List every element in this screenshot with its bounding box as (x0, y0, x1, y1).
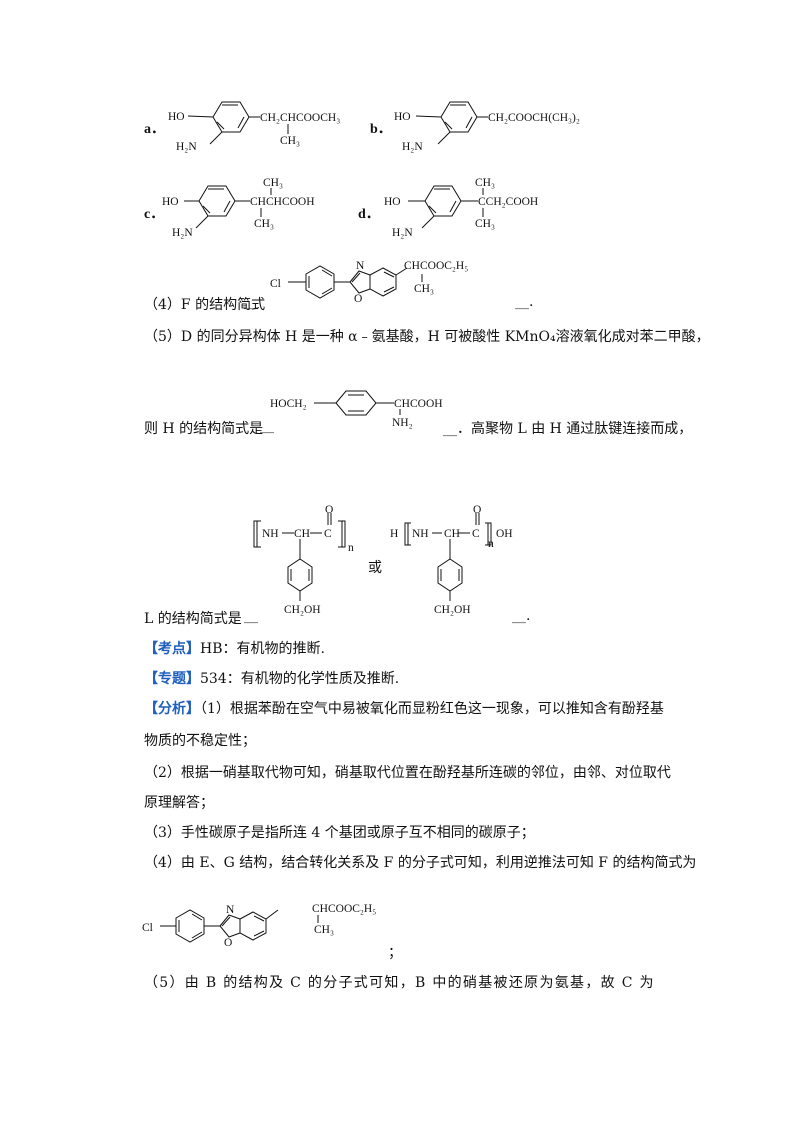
oxygen-label: O (224, 937, 232, 949)
hydroxymethyl-label: CH₂OH (284, 604, 321, 616)
q4-f-structure: Cl N O CHCOOC₂H₅ CH₃ (270, 260, 468, 305)
methyl-label: CH₃ (280, 135, 300, 147)
q4-blank-left: __ (244, 294, 258, 310)
option-d-structure: HO H₂N CCH₂COOH CH₃ CH₃ (384, 177, 538, 239)
methyl-top-label: CH₃ (263, 177, 283, 189)
fenxi-p4: （4）由 E、G 结构，结合转化关系及 F 的分子式可知，利用逆推法可知 F 的… (144, 855, 697, 871)
methyl-label: CH₃ (314, 924, 334, 936)
option-b-structure: HO H₂N CH₂COOCH(CH₃)₂ (394, 101, 580, 153)
ch-label: CH (294, 528, 310, 540)
hydroxy-label: HO (394, 111, 411, 123)
amino-label: NH₂ (392, 417, 413, 429)
methyl-top-label: CH₃ (475, 177, 495, 189)
or-word: 或 (368, 560, 382, 576)
fenxi-p1b: 物质的不稳定性； (144, 733, 256, 749)
carbonyl-o-label: O (325, 504, 333, 516)
oh-end-label: OH (496, 528, 513, 540)
carbonyl-c-label: C (324, 528, 332, 540)
hydroxy-label: HO (168, 111, 185, 123)
fenxi-p5: （5）由 B 的结构及 C 的分子式可知，B 中的硝基被还原为氨基，故 C 为 (144, 975, 655, 991)
option-a-label: a． (144, 122, 165, 137)
side-chain-label: CHCHCOOH (250, 196, 315, 208)
l-line-prefix: L 的结构简式是 (144, 611, 242, 627)
zhuanti-tag: 【专题】 (144, 671, 200, 687)
l-blank-left: __ (244, 608, 258, 624)
chloro-label: Cl (270, 278, 281, 290)
option-c-label: c． (144, 207, 165, 222)
polymer-l-structure-2: H NH CH C O n OH CH₂OH (390, 504, 513, 616)
option-b-label: b． (370, 122, 392, 137)
q4-prefix: （4）F 的结构简式 (144, 297, 266, 313)
option-d-label: d． (358, 207, 380, 222)
polymer-l-structure-1: NH CH C O n CH₂OH (253, 504, 354, 616)
q5-line1: （5）D 的同分异构体 H 是一种 α﹣氨基酸，H 可被酸性 KMnO₄溶液氧化… (144, 329, 710, 345)
fenxi-p4-end: ； (388, 945, 402, 961)
fenxi-p2a: （2）根据一硝基取代物可知，硝基取代位置在酚羟基所连碳的邻位，由邻、对位取代 (144, 765, 671, 781)
l-blank-right: __. (512, 608, 531, 624)
side-chain-label: CH₂CHCOOCH₃ (260, 112, 340, 124)
q5-line2-suffix: __．高聚物 L 由 H 通过肽键连接而成， (443, 421, 693, 437)
fenxi-p3: （3）手性碳原子是指所连 4 个基团或原子互不相同的碳原子； (144, 825, 535, 841)
hydroxymethyl-label: CH₂OH (434, 604, 471, 616)
fenxi-line: 【分析】（1）根据苯酚在空气中易被氧化而显粉红色这一现象，可以推知含有酚羟基 (144, 698, 664, 718)
hydroxymethyl-label: HOCH₂ (270, 398, 307, 410)
q5-blank-left: __ (260, 418, 274, 434)
nh-label: NH (412, 528, 429, 540)
amino-label: H₂N (402, 141, 423, 153)
kaodian-tag: 【考点】 (144, 641, 200, 657)
side-chain-label: CHCOOH (394, 398, 443, 410)
carbonyl-c-label: C (472, 528, 480, 540)
nh-label: NH (262, 528, 279, 540)
side-chain-label: CCH₂COOH (478, 196, 538, 208)
q5-line2-prefix: 则 H 的结构简式是 (144, 421, 264, 437)
oxygen-label: O (354, 293, 362, 305)
amino-label: H₂N (176, 141, 197, 153)
kaodian-text: HB：有机物的推断. (200, 641, 325, 657)
hydroxy-label: HO (162, 196, 179, 208)
nitrogen-label: N (356, 260, 365, 272)
repeat-n-label: n (348, 542, 354, 554)
fenxi-p2b: 原理解答； (144, 795, 214, 811)
hydroxy-label: HO (384, 196, 401, 208)
methyl-label: CH₃ (414, 283, 434, 295)
side-chain-label: CHCOOC₂H₅ (312, 903, 376, 915)
h-end-label: H (390, 528, 398, 540)
ch-label: CH (444, 528, 460, 540)
zhuanti-text: 534：有机物的化学性质及推断. (200, 671, 400, 687)
f-structure-analysis: Cl N O CHCOOC₂H₅ CH₃ (142, 903, 376, 949)
repeat-n-label: n (488, 538, 494, 550)
amino-label: H₂N (172, 227, 193, 239)
chloro-label: Cl (142, 922, 153, 934)
side-chain-label: CH₂COOCH(CH₃)₂ (488, 112, 580, 124)
q4-blank-right: __. (515, 294, 534, 310)
methyl-bottom-label: CH₃ (475, 218, 495, 230)
fenxi-tag: 【分析】 (144, 701, 200, 717)
option-a-structure: HO H₂N CH₂CHCOOCH₃ CH₃ (168, 101, 340, 153)
option-c-structure: HO H₂N CHCHCOOH CH₃ CH₃ (162, 177, 315, 239)
carbonyl-o-label: O (473, 504, 481, 516)
h-structure: HOCH₂ CHCOOH NH₂ (270, 390, 443, 429)
side-chain-label: CHCOOC₂H₅ (404, 260, 468, 272)
kaodian-line: 【考点】HB：有机物的推断. (144, 638, 325, 658)
amino-label: H₂N (392, 227, 413, 239)
zhuanti-line: 【专题】534：有机物的化学性质及推断. (144, 668, 399, 688)
nitrogen-label: N (226, 904, 235, 916)
fenxi-p1a: （1）根据苯酚在空气中易被氧化而显粉红色这一现象，可以推知含有酚羟基 (200, 701, 664, 717)
methyl-bottom-label: CH₃ (254, 218, 274, 230)
